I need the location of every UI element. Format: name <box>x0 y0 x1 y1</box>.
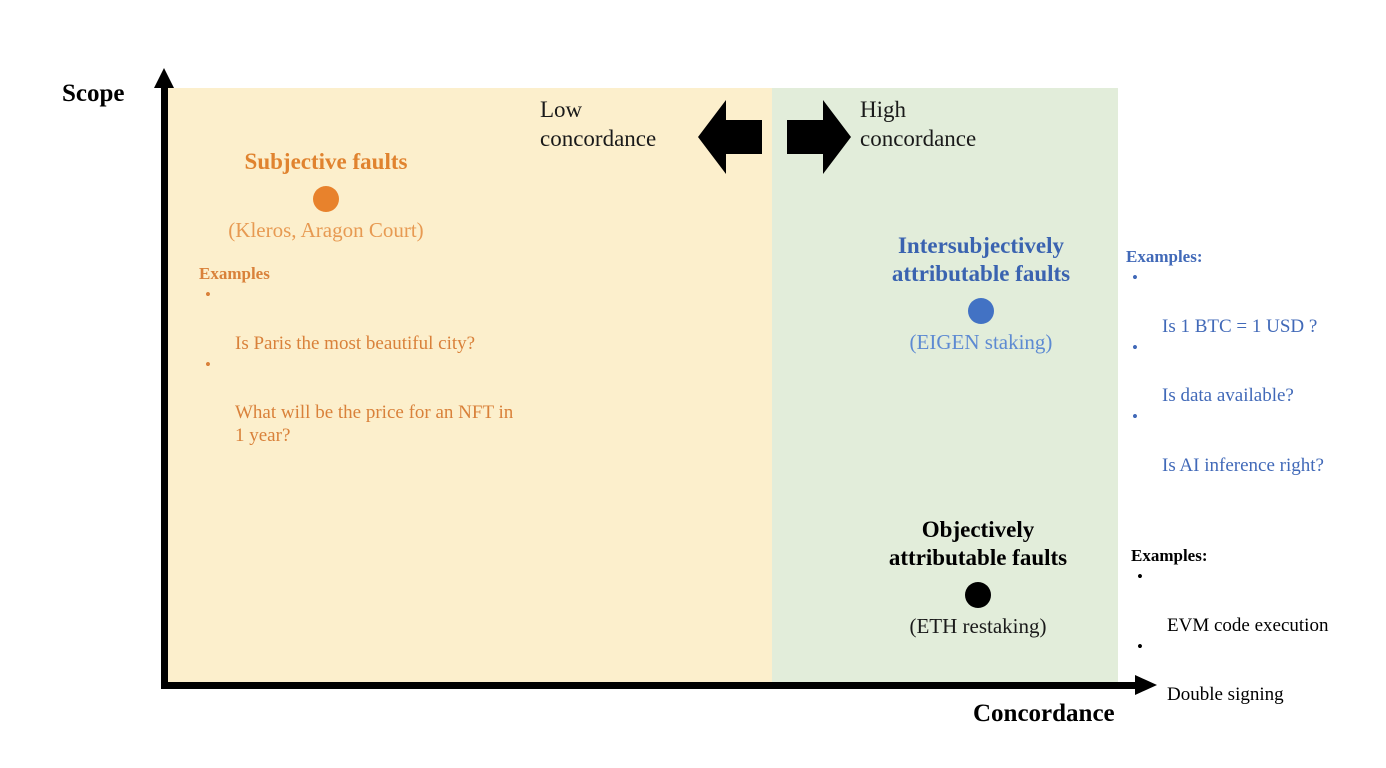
list-item: • Is Paris the most beautiful city? <box>199 285 599 355</box>
x-axis-line <box>161 682 1138 689</box>
group-objective-title: Objectively attributable faults <box>888 517 1068 571</box>
low-concordance-region <box>168 88 772 686</box>
y-axis-arrowhead-icon <box>154 68 174 88</box>
high-concordance-region <box>772 88 1118 686</box>
group-objective-faults: Objectively attributable faults (ETH res… <box>852 516 1104 639</box>
group-objective-dot <box>965 582 991 609</box>
list-item: • Is AI inference right? <box>1126 407 1381 477</box>
group-intersubjective-dot <box>968 298 994 325</box>
examples-subjective-heading: Examples <box>199 264 270 283</box>
group-subjective-title: Subjective faults <box>244 149 408 174</box>
list-item: • Is data available? <box>1126 338 1381 408</box>
list-item: • EVM code execution <box>1131 567 1381 637</box>
list-item-label: EVM code execution <box>1167 614 1329 636</box>
x-axis-title: Concordance <box>973 700 1115 727</box>
y-axis-line <box>161 84 168 688</box>
right-arrow-icon <box>787 100 851 174</box>
examples-objective-heading: Examples: <box>1131 546 1208 565</box>
list-item-label: Is AI inference right? <box>1162 454 1324 476</box>
list-item-label: Is data available? <box>1162 385 1294 407</box>
examples-subjective-list: • Is Paris the most beautiful city? • Wh… <box>199 285 599 447</box>
low-concordance-label: Low concordance <box>540 97 657 152</box>
x-axis-arrowhead-icon <box>1135 675 1157 695</box>
bullet-icon: • <box>205 285 211 305</box>
bullet-icon: • <box>1132 268 1138 288</box>
examples-subjective: Examples • Is Paris the most beautiful c… <box>199 264 599 448</box>
group-intersubjective-title: Intersubjectively attributable faults <box>891 233 1071 287</box>
examples-objective: Examples: • EVM code execution • Double … <box>1131 546 1381 706</box>
group-subjective-dot <box>313 186 339 213</box>
list-item: • What will be the price for an NFT in 1… <box>199 355 599 448</box>
group-intersubjective-caption: (EIGEN staking) <box>909 330 1053 355</box>
list-item-label: What will be the price for an NFT in 1 y… <box>235 402 514 447</box>
examples-intersubjective-list: • Is 1 BTC = 1 USD ? • Is data available… <box>1126 268 1381 477</box>
bullet-icon: • <box>205 354 211 374</box>
bullet-icon: • <box>1132 337 1138 357</box>
left-arrow-icon <box>698 100 762 174</box>
y-axis-title: Scope <box>62 80 125 107</box>
list-item-label: Double signing <box>1167 684 1284 706</box>
bullet-icon: • <box>1137 636 1143 656</box>
bullet-icon: • <box>1137 567 1143 587</box>
examples-intersubjective: Examples: • Is 1 BTC = 1 USD ? • Is data… <box>1126 247 1381 477</box>
list-item: • Double signing <box>1131 637 1381 707</box>
high-concordance-label: High concordance <box>860 97 977 152</box>
bullet-icon: • <box>1132 407 1138 427</box>
list-item-label: Is Paris the most beautiful city? <box>235 332 476 354</box>
group-subjective-caption: (Kleros, Aragon Court) <box>228 218 424 243</box>
list-item: • Is 1 BTC = 1 USD ? <box>1126 268 1381 338</box>
group-objective-caption: (ETH restaking) <box>909 614 1047 639</box>
examples-intersubjective-heading: Examples: <box>1126 247 1203 266</box>
group-intersubjective-faults: Intersubjectively attributable faults (E… <box>855 232 1107 355</box>
examples-objective-list: • EVM code execution • Double signing <box>1131 567 1381 706</box>
list-item-label: Is 1 BTC = 1 USD ? <box>1162 315 1318 337</box>
group-subjective-faults: Subjective faults (Kleros, Aragon Court) <box>196 148 456 243</box>
